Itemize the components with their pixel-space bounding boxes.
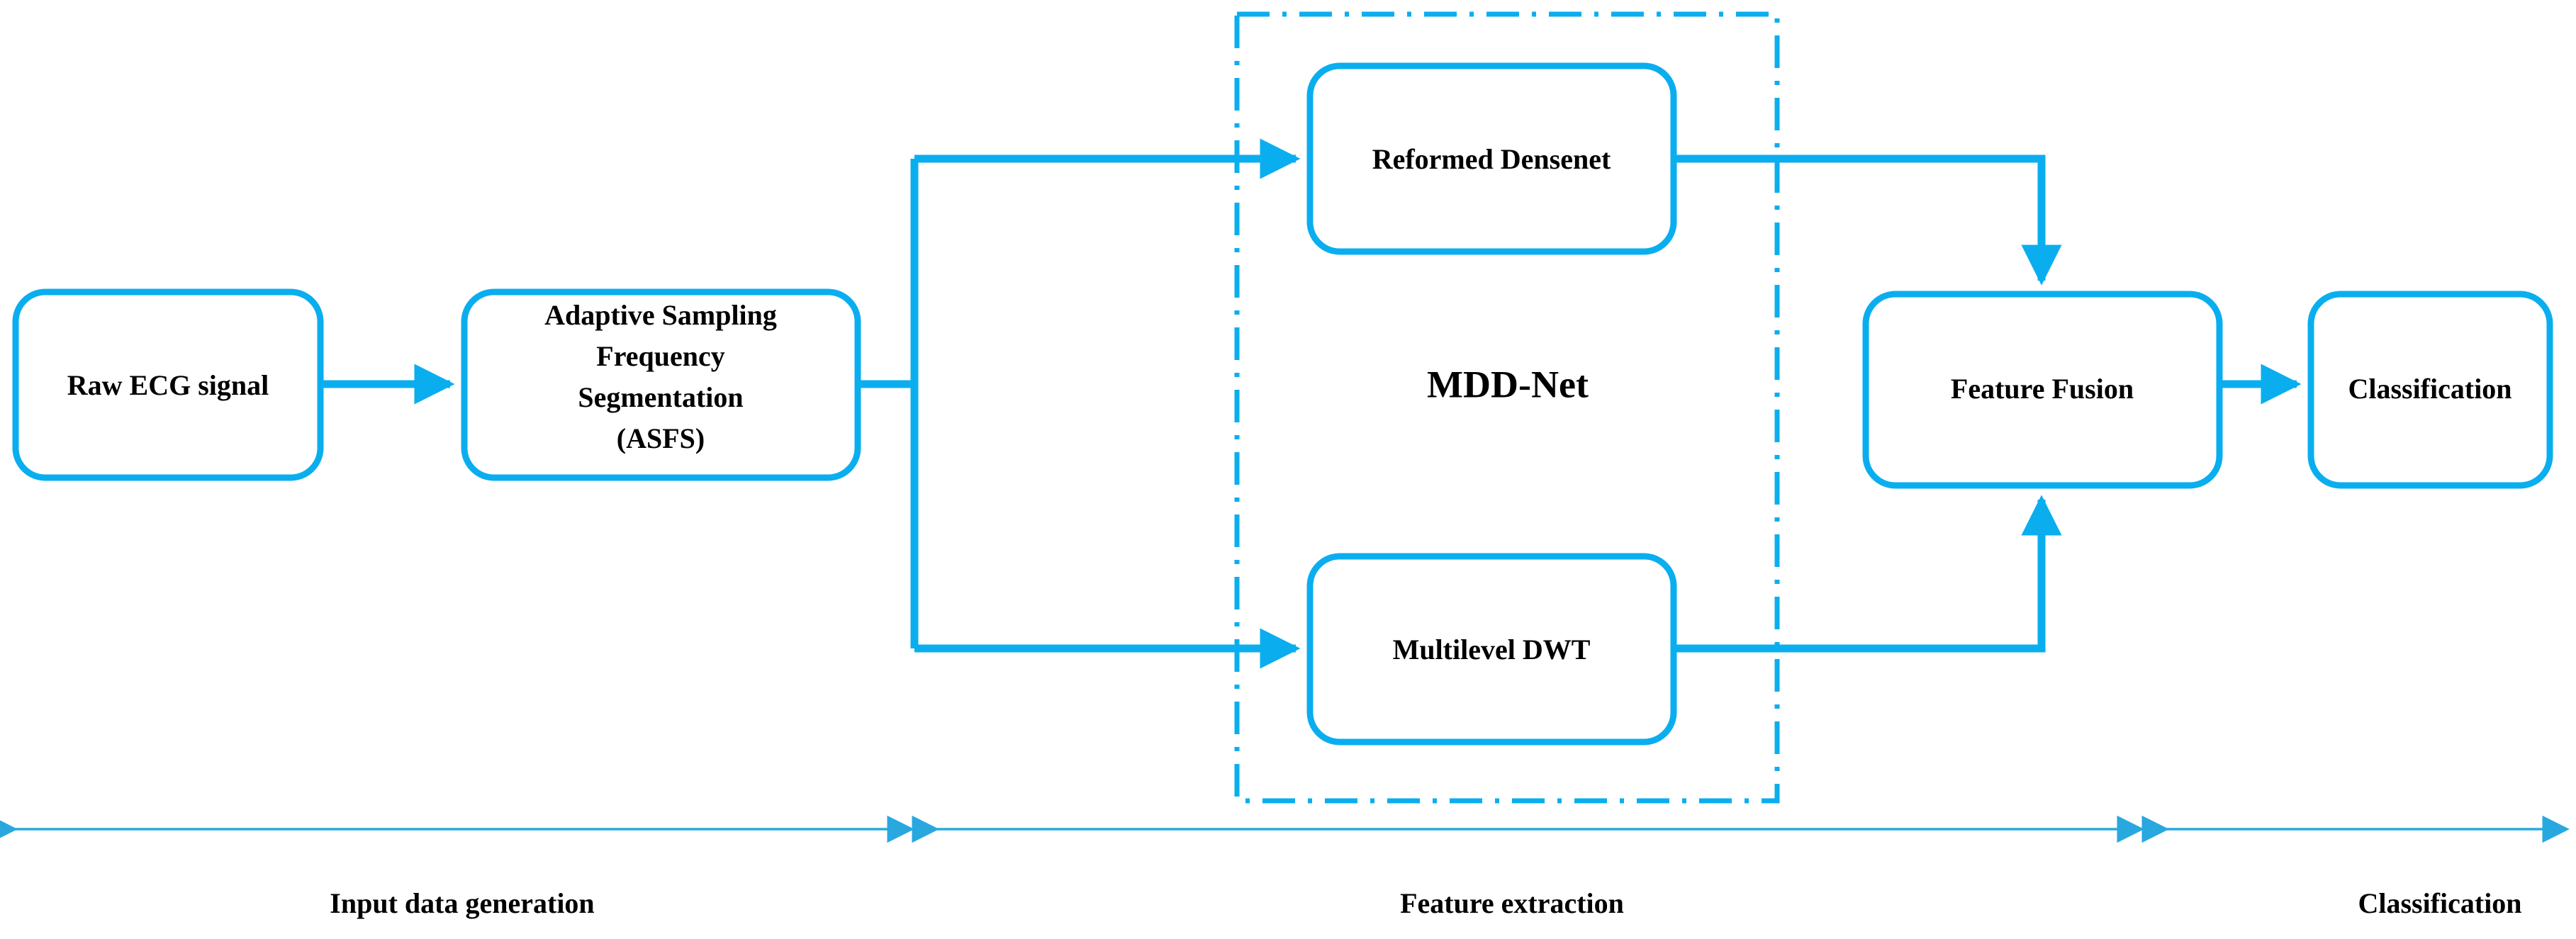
mdd-net-group-title: MDD-Net: [1427, 363, 1589, 405]
node-reformed-densenet[interactable]: Reformed Densenet: [1306, 62, 1677, 255]
phase-span-input-data-generation: Input data generation: [0, 815, 914, 919]
edge-reformed-densenet-to-feature-fusion: [1674, 154, 2062, 286]
node-asfs-label-line-4: (ASFS): [617, 422, 705, 454]
node-raw-ecg-signal-box[interactable]: [12, 288, 324, 481]
node-asfs[interactable]: Adaptive Sampling Frequency Segmentation…: [461, 288, 861, 481]
node-multilevel-dwt-box[interactable]: [1306, 553, 1677, 746]
phase-span-2-label: Feature extraction: [1400, 887, 1624, 919]
node-classification-label: Classification: [2348, 373, 2511, 405]
mdd-net-group-frame: [1234, 11, 1780, 804]
node-classification[interactable]: Classification: [2307, 291, 2553, 489]
node-classification-box[interactable]: [2307, 291, 2553, 489]
phase-span-3-label: Classification: [2358, 887, 2521, 919]
node-asfs-label-line-1: Adaptive Sampling: [544, 299, 777, 331]
node-asfs-label-line-2: Frequency: [596, 340, 724, 372]
node-feature-fusion[interactable]: Feature Fusion: [1862, 291, 2223, 489]
node-reformed-densenet-label: Reformed Densenet: [1372, 143, 1611, 175]
phase-span-classification: Classification: [2141, 815, 2570, 919]
node-reformed-densenet-box[interactable]: [1306, 62, 1677, 255]
node-raw-ecg-signal-label: Raw ECG signal: [67, 369, 269, 401]
node-asfs-label-line-3: Segmentation: [578, 381, 743, 413]
node-feature-fusion-box[interactable]: [1862, 291, 2223, 489]
node-raw-ecg-signal[interactable]: Raw ECG signal: [12, 288, 324, 481]
node-asfs-box[interactable]: [461, 288, 861, 481]
node-feature-fusion-label: Feature Fusion: [1951, 373, 2134, 405]
phase-span-feature-extraction: Feature extraction: [912, 815, 2144, 919]
phase-span-1-label: Input data generation: [330, 887, 594, 919]
node-multilevel-dwt-label: Multilevel DWT: [1393, 634, 1591, 665]
edge-multilevel-dwt-to-feature-fusion: [1674, 495, 2062, 653]
node-multilevel-dwt[interactable]: Multilevel DWT: [1306, 553, 1677, 746]
